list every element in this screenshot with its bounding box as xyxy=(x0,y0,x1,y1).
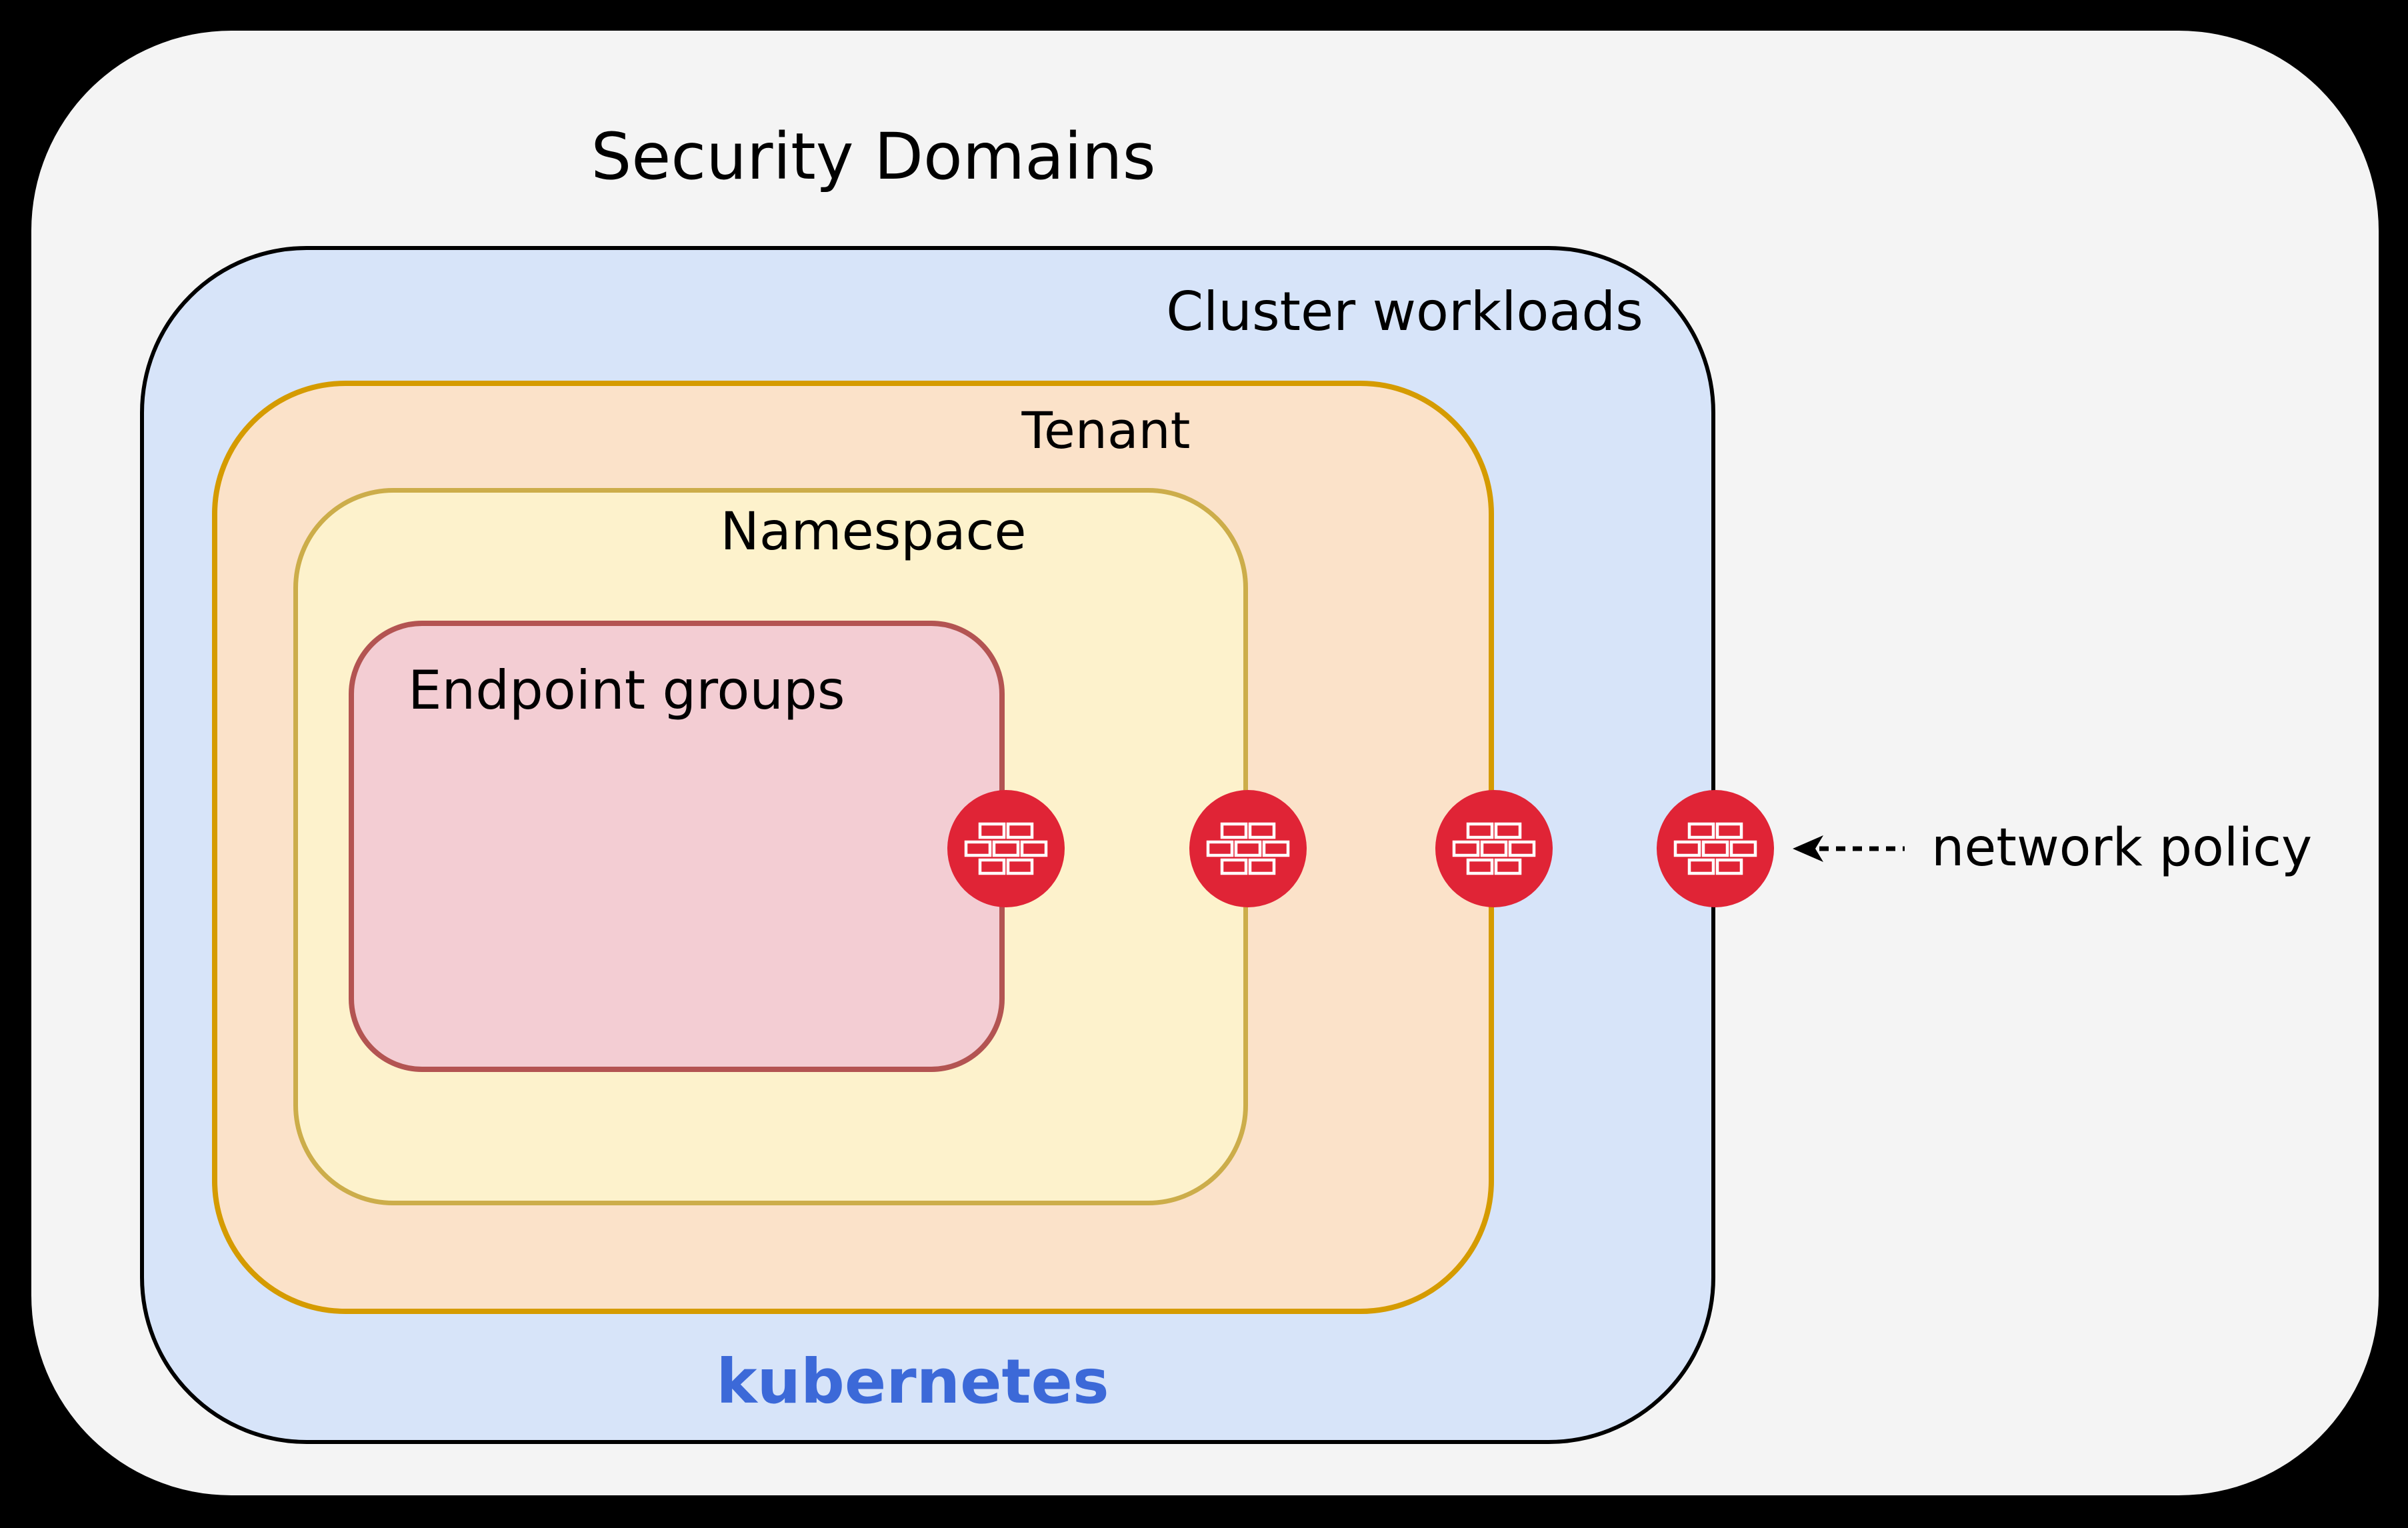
page-title: Security Domains xyxy=(591,119,1156,194)
kubernetes-label: kubernetes xyxy=(716,1346,1109,1417)
network-policy-label: network policy xyxy=(1931,818,2313,878)
diagram-panel: Security Domains Cluster workloads Tenan… xyxy=(31,31,2379,1495)
domain-endpoint-groups xyxy=(349,621,1005,1072)
firewall-icon xyxy=(1435,790,1553,907)
firewall-icon xyxy=(1189,790,1307,907)
firewall-icon xyxy=(947,790,1065,907)
network-policy-arrow-icon xyxy=(1793,835,1905,862)
cluster-workloads-label: Cluster workloads xyxy=(1166,281,1643,343)
endpoint-groups-label: Endpoint groups xyxy=(408,659,845,721)
namespace-label: Namespace xyxy=(720,502,1027,562)
tenant-label: Tenant xyxy=(1021,401,1191,460)
firewall-icon xyxy=(1657,790,1774,907)
